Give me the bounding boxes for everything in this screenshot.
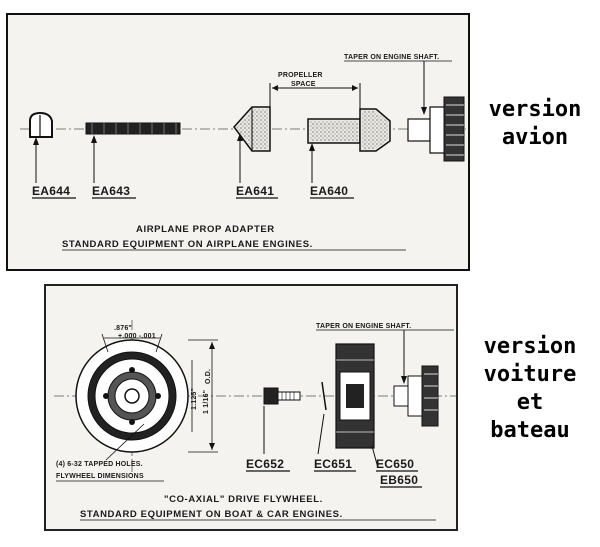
- dim-1125-label: 1.125": [191, 388, 198, 410]
- side-label-bottom-line4: bateau: [490, 418, 570, 443]
- side-label-bottom-line2: voiture: [483, 362, 577, 387]
- side-label-bottom-line3: et: [516, 390, 544, 415]
- ea643-label: EA643: [92, 184, 130, 198]
- ea641-label: EA641: [236, 184, 274, 198]
- ec650-label: EC650: [376, 457, 414, 471]
- side-label-avion: version avion: [470, 96, 600, 152]
- dim-od-label: O.D.: [205, 369, 212, 384]
- dim-tolerance-label: +.000 -.001: [118, 333, 156, 340]
- space-label: SPACE: [291, 81, 316, 88]
- airplane-prop-adapter-panel: PROPELLER SPACE TAPER ON ENGINE SHAFT. E…: [6, 13, 470, 271]
- flywheel-od-dimension: [188, 339, 218, 453]
- airplane-caption-title: AIRPLANE PROP ADAPTER: [136, 224, 275, 235]
- ec651-washer-part: [321, 381, 327, 411]
- flywheel-front-view: [75, 339, 189, 453]
- dim-frac-label: 1 1/16": [203, 390, 210, 414]
- flywheel-bore-dimension: [101, 333, 163, 353]
- coaxial-flywheel-panel: .876" +.000 -.001 1.125" O.D. 1 1/16": [44, 284, 458, 531]
- engine-shaft-top: [407, 96, 465, 162]
- dim-876-label: .876": [114, 325, 132, 332]
- ec650-flywheel-side-view: [335, 343, 375, 449]
- flywheel-dimensions-label: FLYWHEEL DIMENSIONS: [56, 473, 144, 480]
- taper-label-top: TAPER ON ENGINE SHAFT.: [344, 54, 439, 61]
- eb650-label: EB650: [380, 473, 418, 487]
- flywheel-caption-title: "CO-AXIAL" DRIVE FLYWHEEL.: [164, 494, 323, 505]
- ea643-threaded-rod-part: [85, 122, 181, 135]
- flywheel-drawing: .876" +.000 -.001 1.125" O.D. 1 1/16": [54, 320, 456, 521]
- side-label-top-line1: version: [488, 97, 582, 122]
- airplane-adapter-drawing: PROPELLER SPACE TAPER ON ENGINE SHAFT. E…: [20, 54, 466, 251]
- taper-label-bottom: TAPER ON ENGINE SHAFT.: [316, 323, 411, 330]
- side-label-voiture-bateau: version voiture et bateau: [460, 333, 600, 445]
- tapped-holes-note: (4) 6-32 TAPPED HOLES.: [56, 461, 143, 468]
- ea644-label: EA644: [32, 184, 70, 198]
- flywheel-caption-subtitle: STANDARD EQUIPMENT ON BOAT & CAR ENGINES…: [80, 509, 343, 520]
- ec652-screw-part: [263, 387, 301, 405]
- propeller-label: PROPELLER: [278, 72, 323, 79]
- side-label-top-line2: avion: [501, 125, 569, 150]
- engine-shaft-bottom: [393, 365, 439, 427]
- ec651-label: EC651: [314, 457, 352, 471]
- propeller-space-dimension: [269, 83, 361, 109]
- airplane-caption-subtitle: STANDARD EQUIPMENT ON AIRPLANE ENGINES.: [62, 239, 313, 250]
- part-leaders-top: [33, 133, 315, 183]
- ea640-label: EA640: [310, 184, 348, 198]
- ea641-cone-washer-part: [233, 106, 271, 152]
- ea644-nut-part: [29, 111, 53, 138]
- ec652-label: EC652: [246, 457, 284, 471]
- side-label-bottom-line1: version: [483, 334, 577, 359]
- ea640-hub-part: [307, 108, 391, 152]
